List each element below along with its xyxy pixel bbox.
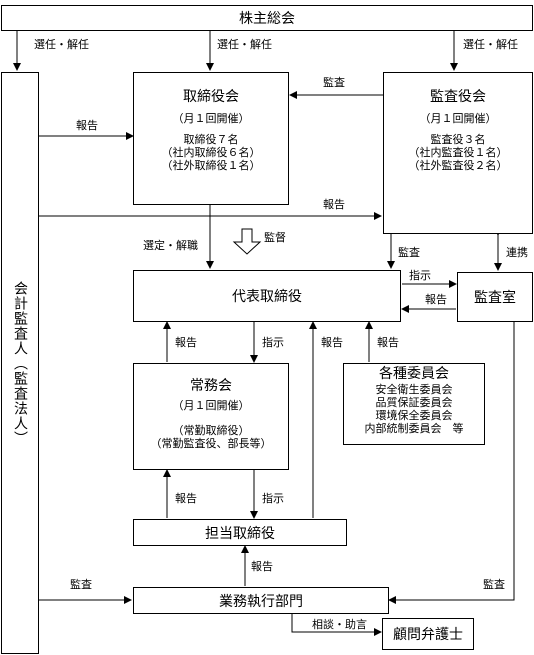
operations-title: 業務執行部門 [219,593,303,610]
ceo-box: 代表取締役 [133,270,401,322]
label-instruct-exec-down: 指示 [262,336,284,349]
exec-committee-box: 常務会 （月１回開催） （常勤取締役） （常勤監査役、部長等） [133,363,289,470]
committee-item: 内部統制委員会 等 [364,422,464,435]
committee-item: 安全衛生委員会 [375,383,453,396]
label-appoint: 選定・解職 [143,239,198,252]
auditor-title: 会計監査人（監査法人） [12,280,28,446]
audit-board-freq: （月１回開催） [419,112,497,125]
shareholders-box: 株主総会 [1,5,533,31]
audit-board-line2: （社内監査役１名） [408,146,508,159]
label-report-exec-up: 報告 [175,336,197,349]
label-report-board: 報告 [76,119,98,132]
auditor-box: 会計監査人（監査法人） [1,72,39,654]
label-audit-ops-left: 監査 [70,578,92,591]
label-elect-auditor: 選任・解任 [34,38,89,51]
audit-line-ops-right [388,322,515,604]
committees-title: 各種委員会 [379,366,449,382]
label-cooperate: 連携 [506,246,528,259]
committee-item: 品質保証委員会 [375,396,453,409]
label-audit-ops-right: 監査 [483,578,505,591]
ceo-title: 代表取締役 [232,289,302,305]
audit-board-line1: 監査役３名 [430,133,486,146]
audit-board-box: 監査役会 （月１回開催） 監査役３名 （社内監査役１名） （社外監査役２名） [383,72,533,234]
label-report-officer-up: 報告 [321,336,343,349]
board-line2: （社内取締役６名） [161,146,261,159]
label-report-exec-from-officer: 報告 [175,492,197,505]
exec-committee-line1: （常勤取締役） [172,424,250,437]
supervise-arrow [232,228,262,255]
shareholders-title: 株主総会 [239,11,295,27]
board-line1: 取締役７名 [183,133,239,146]
exec-committee-title: 常務会 [190,378,232,394]
committees-box: 各種委員会 安全衛生委員会 品質保証委員会 環境保全委員会 内部統制委員会 等 [343,363,485,445]
label-instruct-office: 指示 [409,269,431,282]
label-consult: 相談・助言 [312,618,367,631]
label-instruct-officer: 指示 [262,492,284,505]
label-audit-ceo: 監査 [398,246,420,259]
officer-title: 担当取締役 [205,525,275,542]
lawyer-box: 顧問弁護士 [382,618,474,650]
consult-line [288,607,382,636]
audit-board-title: 監査役会 [430,89,486,105]
operations-box: 業務執行部門 [133,587,389,614]
label-elect-audit-board: 選任・解任 [463,38,518,51]
label-report-office: 報告 [425,293,447,306]
label-report-ops: 報告 [251,560,273,573]
label-report-audit: 報告 [323,198,345,211]
committee-item: 環境保全委員会 [375,409,453,422]
officer-box: 担当取締役 [133,519,347,546]
exec-committee-freq: （月１回開催） [172,399,250,412]
board-freq: （月１回開催） [172,112,250,125]
label-audit-top: 監査 [323,76,345,89]
label-report-committees-up: 報告 [377,336,399,349]
audit-office-title: 監査室 [474,290,516,306]
exec-committee-line2: （常勤監査役、部長等） [150,437,272,450]
board-title: 取締役会 [183,89,239,105]
audit-office-box: 監査室 [457,272,533,322]
audit-board-line3: （社外監査役２名） [408,159,508,172]
label-elect-board: 選任・解任 [217,38,272,51]
label-supervise: 監督 [264,231,286,244]
board-line3: （社外取締役１名） [161,159,261,172]
board-box: 取締役会 （月１回開催） 取締役７名 （社内取締役６名） （社外取締役１名） [133,72,289,205]
lawyer-title: 顧問弁護士 [393,627,463,643]
